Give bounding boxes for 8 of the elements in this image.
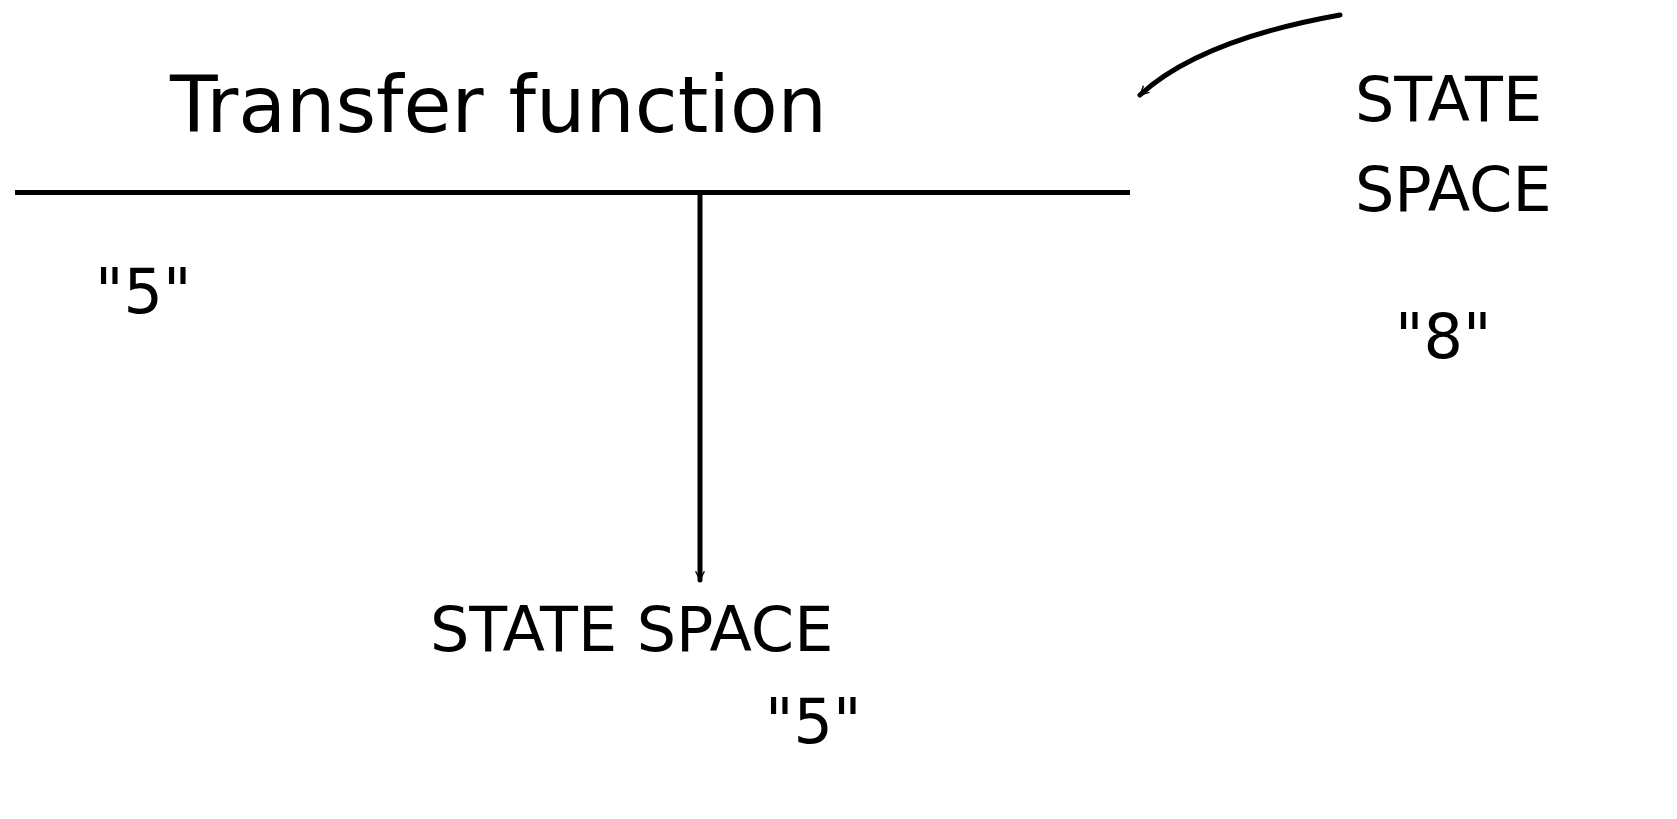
arrow <box>694 192 706 583</box>
quoted-number: "5" <box>765 685 862 758</box>
quoted-number: "5" <box>95 255 192 328</box>
node-label: STATE SPACE <box>1355 62 1553 228</box>
quoted-number: "8" <box>1395 300 1492 373</box>
node-label: STATE SPACE <box>430 593 834 666</box>
heading-text: Transfer function <box>170 60 828 150</box>
arrow <box>1137 12 1343 98</box>
